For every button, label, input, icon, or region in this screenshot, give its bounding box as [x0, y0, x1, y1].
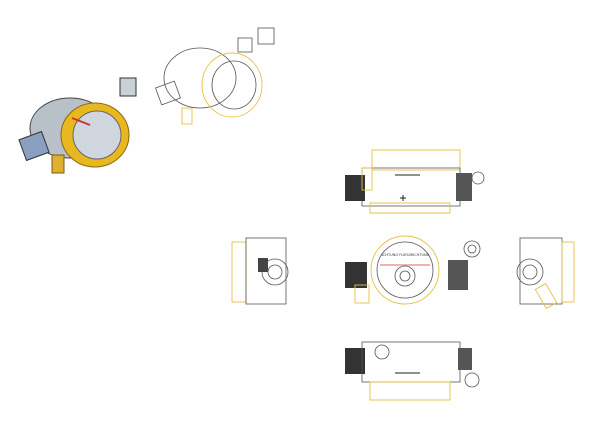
bottom-view [345, 341, 480, 401]
top-view [345, 149, 485, 214]
right-view [516, 237, 575, 310]
left-view [231, 237, 289, 305]
flow-direction-label: ACHTUNG FLIESSRICHTUNG [381, 253, 430, 257]
iso-view-exploded [155, 27, 275, 125]
front-view: ACHTUNG FLIESSRICHTUNG [345, 235, 481, 305]
iso-view-assembled [18, 77, 137, 174]
